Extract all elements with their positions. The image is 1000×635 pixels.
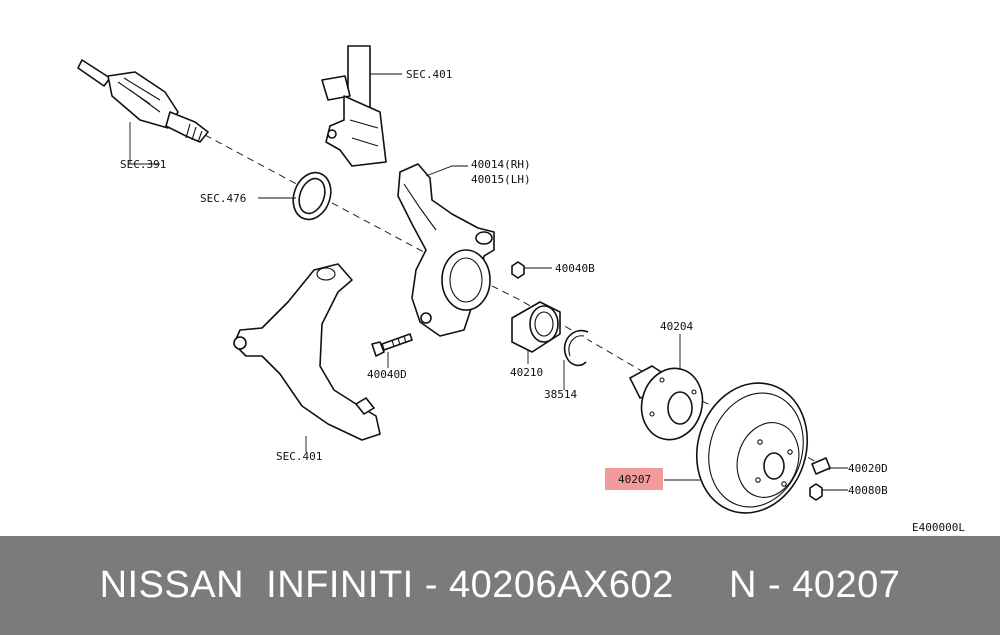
label-40020d: 40020D (848, 462, 888, 475)
label-40204: 40204 (660, 320, 693, 333)
hub-bolt-part (811, 457, 831, 475)
part-number-footer: NISSAN INFINITI - 40206AX602 N - 40207 (0, 536, 1000, 635)
strut-part (321, 45, 387, 167)
label-40210: 40210 (510, 366, 543, 379)
bolt-40040d-part (371, 333, 413, 357)
steering-knuckle-part (397, 163, 495, 337)
nut-40040b-part (511, 261, 525, 279)
label-sec391: SEC.391 (120, 158, 166, 171)
wheel-bearing-part (511, 301, 561, 353)
highlighted-part-marker (605, 468, 663, 490)
label-40014: 40014(RH) (471, 158, 531, 171)
label-40040d: 40040D (367, 368, 407, 381)
label-sec476: SEC.476 (200, 192, 246, 205)
wheel-hub-part (629, 365, 704, 441)
label-40207: 40207 (618, 473, 651, 486)
lower-arm-part (233, 263, 381, 441)
snap-ring-38514-part (563, 329, 589, 367)
snap-ring-sec476-part (292, 171, 332, 221)
leader-lines (129, 73, 848, 491)
label-38514: 38514 (544, 388, 577, 401)
brake-disc-part (695, 382, 809, 514)
exploded-parts-diagram: SEC.401 SEC.391 SEC.476 40014(RH) 40015(… (77, 45, 965, 534)
label-sec401-bottom: SEC.401 (276, 450, 322, 463)
label-40015: 40015(LH) (471, 173, 531, 186)
label-sec401-top: SEC.401 (406, 68, 452, 81)
figure-code: E400000L (912, 521, 965, 534)
footer-part-number-text: NISSAN INFINITI - 40206AX602 N - 40207 (99, 564, 901, 606)
label-40040b: 40040B (555, 262, 595, 275)
label-40080b: 40080B (848, 484, 888, 497)
wheel-nut-part (809, 483, 823, 501)
drive-shaft-part (77, 59, 209, 143)
